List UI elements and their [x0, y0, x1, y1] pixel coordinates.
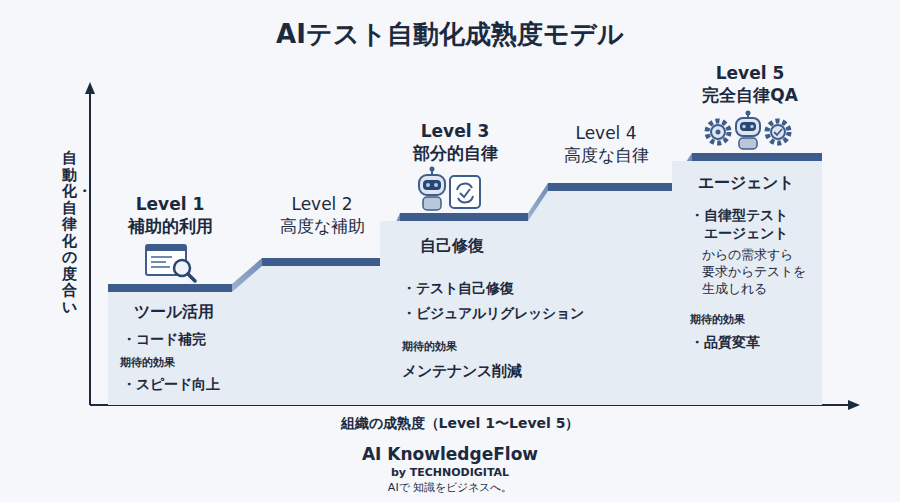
step-bar — [262, 258, 380, 266]
robot-icon — [419, 167, 445, 211]
level-heading: Level 5 完全自律QA — [690, 62, 810, 106]
sync-window — [450, 176, 480, 208]
axis-label: 自動化・自律化の度合い — [62, 150, 77, 315]
check-mark — [460, 189, 470, 197]
panel-heading: ツール活用 — [134, 302, 214, 323]
panel-heading: 自己修復 — [420, 236, 484, 257]
step-bar — [108, 284, 232, 292]
step-bar — [692, 153, 822, 161]
panel-heading: エージェント — [698, 173, 794, 194]
level-panel: Level 2 高度な補助 — [262, 266, 380, 405]
check-mark — [774, 129, 782, 135]
code-line — [151, 261, 166, 263]
description-text: からの需求すら 要求からテストを 生成しれる — [702, 247, 814, 298]
robot-body — [739, 138, 757, 149]
sync-icon — [450, 176, 480, 208]
level-heading: Level 3 部分的自律 — [395, 120, 515, 164]
step-bar — [400, 213, 528, 221]
robot-head — [736, 118, 760, 136]
robot-eye — [750, 125, 754, 129]
gear-body — [711, 125, 725, 139]
robot-visor — [423, 180, 441, 190]
gear-icon — [707, 121, 729, 143]
code-line — [151, 266, 170, 268]
robot-eye — [434, 183, 438, 187]
brand-name: AI KnowledgeFlow — [0, 443, 900, 465]
bullet-item: ・自律型テスト エージェント — [690, 206, 822, 242]
gear-teeth — [707, 121, 729, 143]
antenna-tip — [430, 167, 435, 172]
robot-eye — [742, 125, 746, 129]
gear-body — [771, 125, 785, 139]
level-heading: Level 4 高度な自律 — [546, 122, 666, 166]
robot-body — [423, 197, 441, 210]
bullet-item: ・スピード向上 — [122, 375, 220, 393]
axis-label: 組織の成熟度（Level 1〜Level 5） — [0, 414, 900, 432]
brand-tagline: AIで 知識をビジネスへ。 — [0, 481, 900, 495]
gear-icon — [767, 121, 789, 143]
axis-arrowhead — [85, 82, 95, 94]
bullet-item: ・品質変革 — [690, 333, 760, 351]
code-line — [151, 256, 172, 258]
step-bar — [548, 183, 672, 191]
antenna-tip — [746, 111, 751, 116]
level-heading: Level 1 補助的利用 — [110, 193, 230, 237]
robot-icon — [736, 111, 760, 150]
effect-label: 期待的効果 — [402, 340, 457, 354]
magnifier-handle — [188, 274, 195, 281]
level-panel: Level 5 完全自律QAエージェント・自律型テスト エージェントからの需求す… — [672, 161, 822, 405]
gear-teeth — [767, 121, 789, 143]
level-panel: Level 4 高度な自律 — [548, 191, 672, 221]
step-ramp — [232, 258, 262, 292]
level-panel: Level 3 部分的自律自己修復・テスト自己修復・ビジュアルリグレッション期待… — [380, 221, 672, 405]
effect-label: 期待的効果 — [120, 356, 175, 370]
robot-visor — [740, 122, 756, 131]
axis-arrowhead — [848, 400, 860, 410]
gear-hub — [716, 130, 721, 135]
sync-arrow — [458, 196, 473, 202]
step-ramp — [528, 183, 548, 221]
effect-label: 期待的効果 — [690, 313, 745, 327]
diagram-title: AIテスト自動化成熟度モデル — [0, 18, 900, 52]
effect-text: メンテナンス削減 — [402, 362, 522, 382]
browser-icon — [146, 245, 195, 281]
bullet-item: ・コード補完 — [122, 330, 206, 348]
robot-eye — [426, 183, 430, 187]
bullet-item: ・ビジュアルリグレッション — [402, 304, 584, 322]
window-bar — [146, 245, 186, 251]
level-heading: Level 2 高度な補助 — [262, 193, 382, 237]
y-axis — [89, 92, 91, 405]
robot-head — [419, 175, 445, 195]
level-panel: Level 1 補助的利用ツール活用・コード補完期待的効果・スピード向上 — [108, 292, 262, 405]
bullet-item: ・テスト自己修復 — [402, 279, 514, 297]
brand-byline: by TECHNODIGITAL — [0, 466, 900, 480]
